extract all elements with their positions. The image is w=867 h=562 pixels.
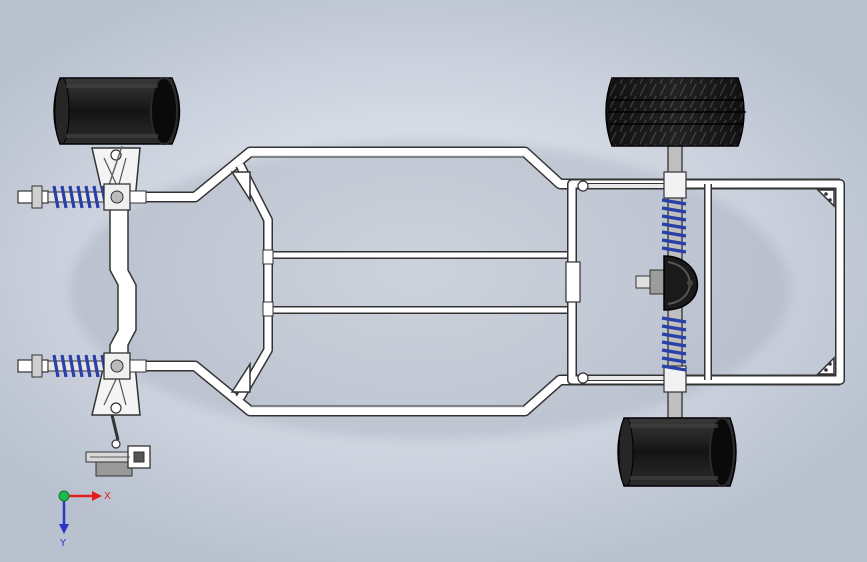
front-coilover-lower[interactable] xyxy=(17,352,147,380)
axis-origin xyxy=(58,490,70,502)
y-axis-label: Y xyxy=(59,538,67,549)
rear-tire-upper[interactable] xyxy=(605,77,746,147)
rear-spring-lower xyxy=(661,316,687,372)
front-suspension[interactable] xyxy=(17,145,151,477)
front-inner-rail[interactable] xyxy=(236,163,272,400)
axis-triad: X Y xyxy=(58,490,111,549)
frame-gussets xyxy=(230,171,835,393)
front-coilover-upper[interactable] xyxy=(17,183,147,211)
x-axis-label: X xyxy=(104,491,111,502)
rear-spring-upper xyxy=(661,198,687,254)
front-wheel[interactable] xyxy=(53,77,181,145)
rear-differential[interactable] xyxy=(635,255,699,311)
steering-motor[interactable] xyxy=(85,445,151,477)
rear-wheel-lower[interactable] xyxy=(617,417,737,487)
rear-suspension[interactable] xyxy=(577,145,699,419)
